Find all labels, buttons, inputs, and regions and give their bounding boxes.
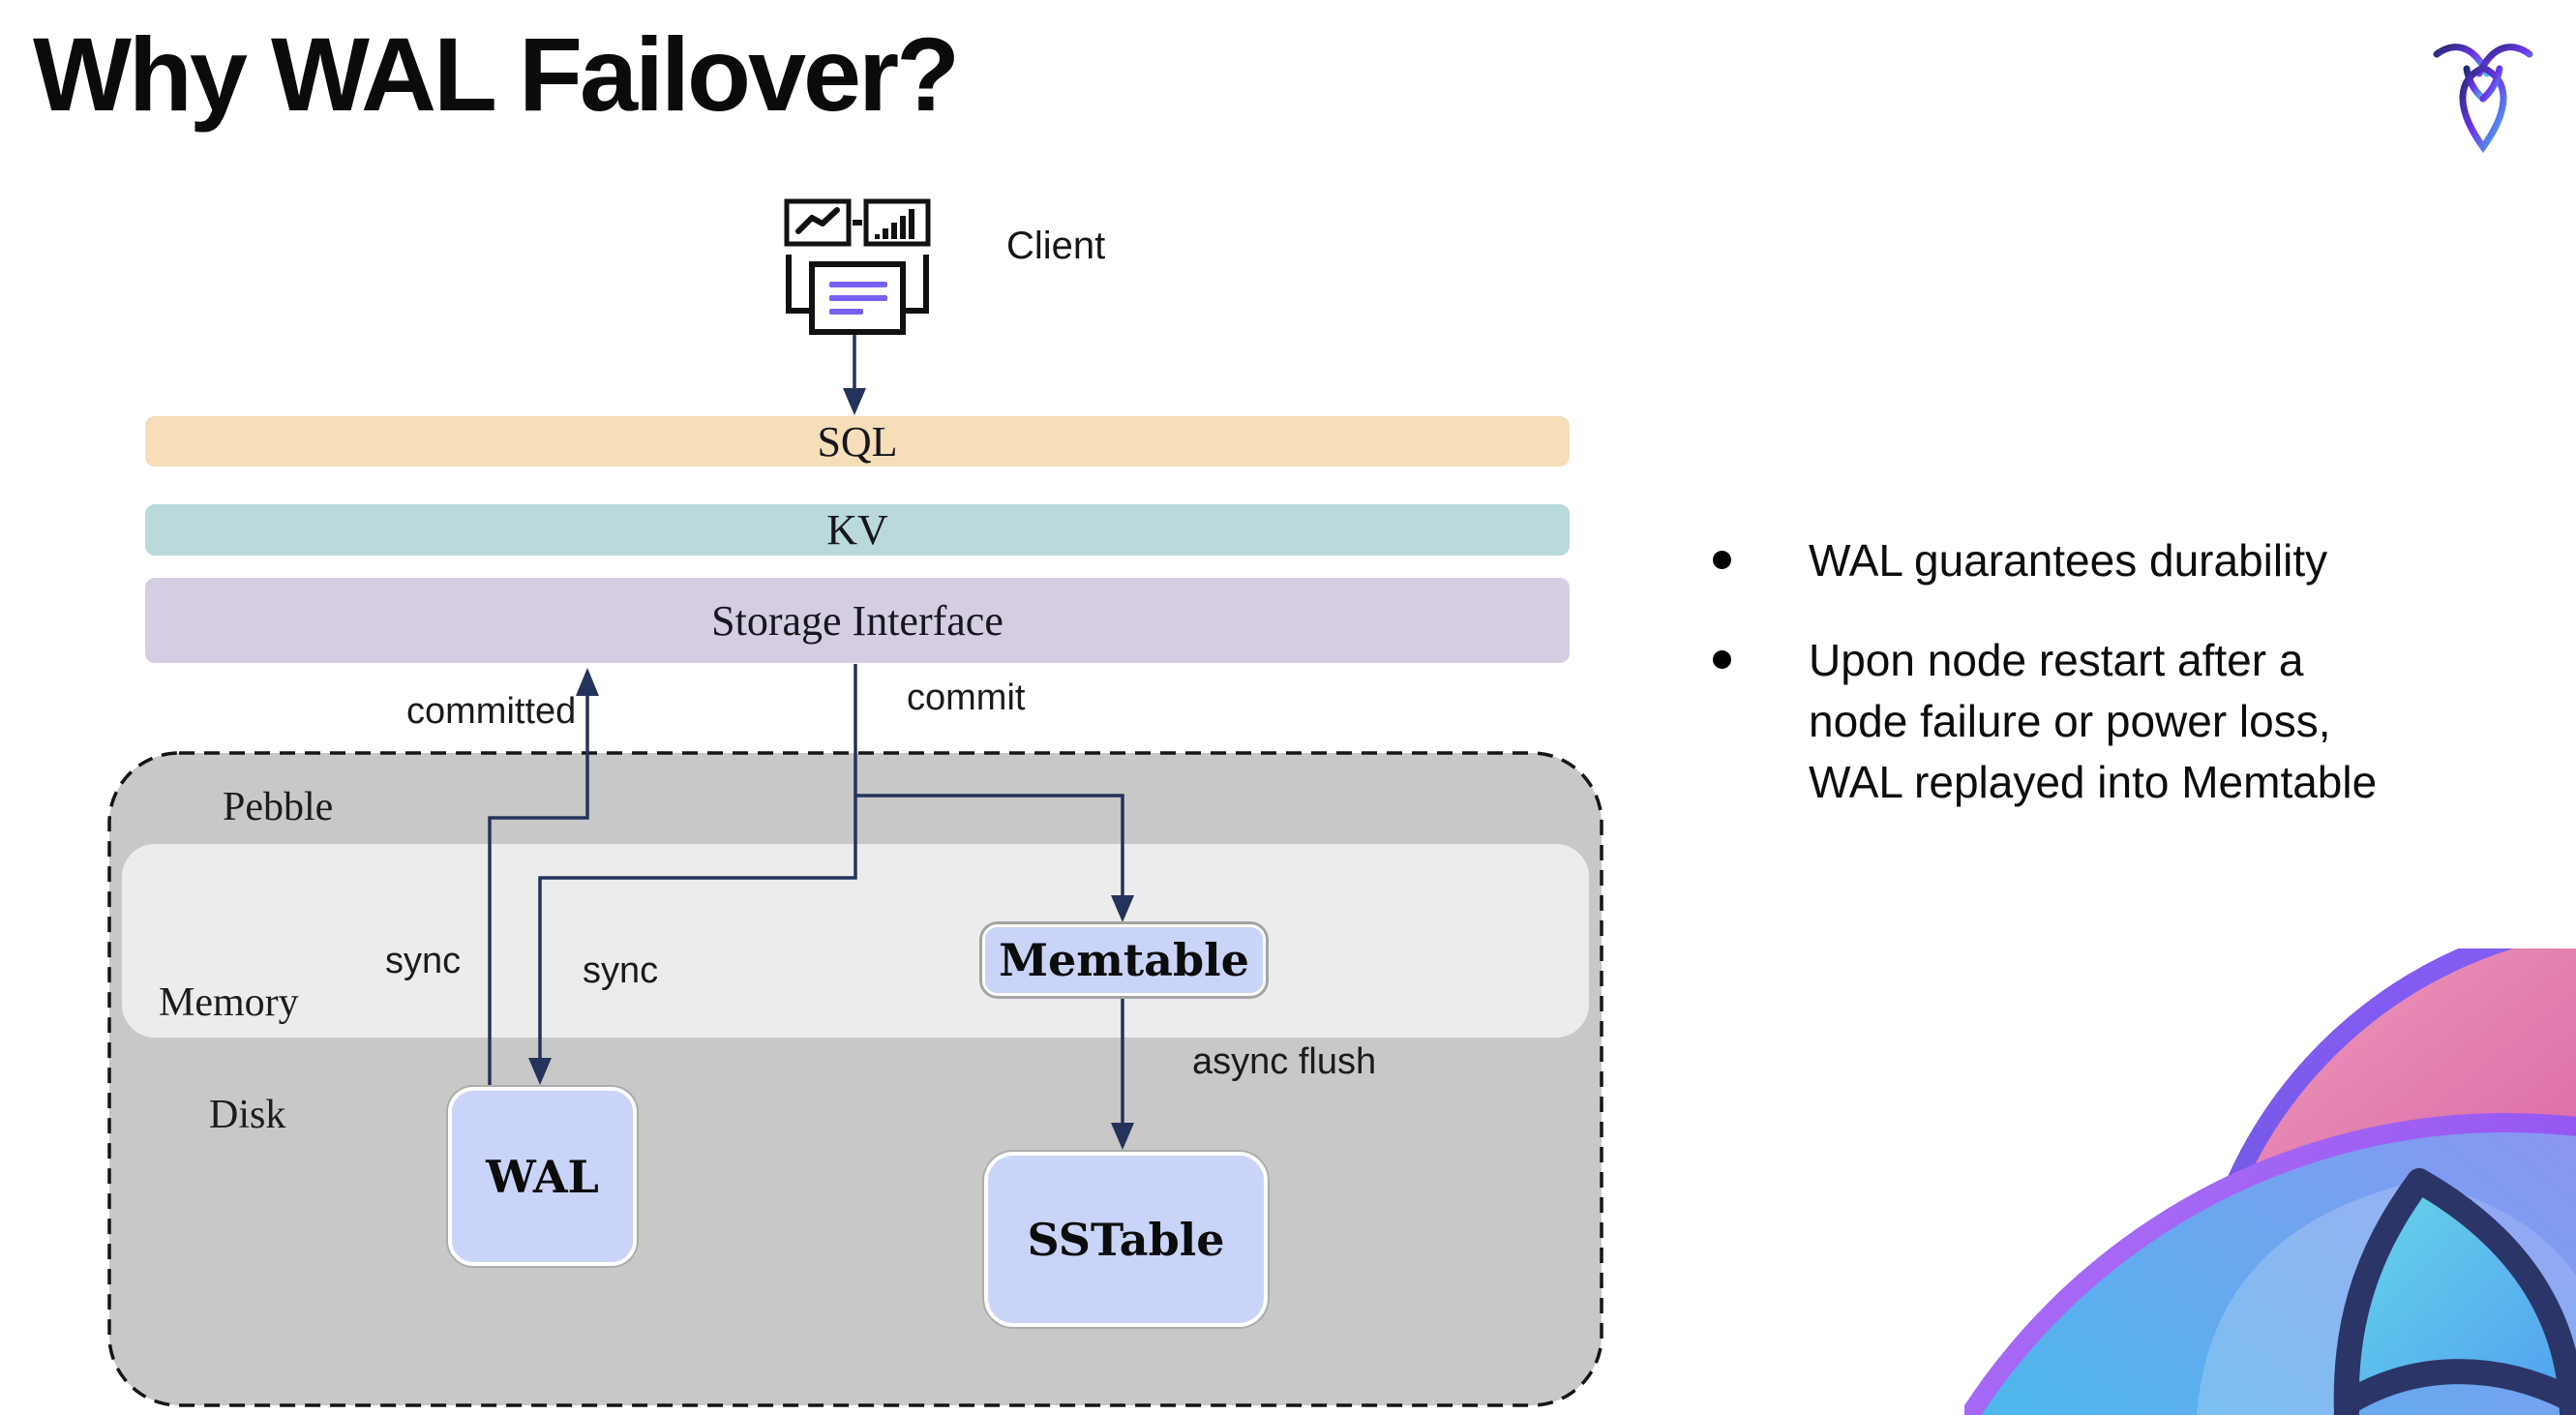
- commit-to-memtable-line: [855, 794, 1124, 896]
- bullet-item: WAL guarantees durability: [1713, 530, 2545, 591]
- layer-bar-storage-interface: Storage Interface: [145, 578, 1570, 663]
- bullet-text: WAL guarantees durability: [1809, 530, 2327, 591]
- sync-right-edge-label: sync: [583, 950, 659, 991]
- memtable-label: Memtable: [999, 934, 1249, 986]
- sstable-node: SSTable: [984, 1152, 1268, 1327]
- layer-label-kv: KV: [826, 506, 888, 554]
- async-flush-arrowhead: [1111, 1123, 1134, 1150]
- bullet-line: WAL guarantees durability: [1809, 535, 2328, 586]
- committed-arrowhead: [576, 668, 599, 696]
- bullet-list: WAL guarantees durability Upon node rest…: [1713, 530, 2545, 813]
- wal-node: WAL: [448, 1087, 637, 1266]
- committed-edge-label: committed: [406, 691, 577, 732]
- sstable-label: SSTable: [1027, 1213, 1225, 1266]
- pebble-label: Pebble: [223, 785, 334, 829]
- cockroachdb-brand-graphic: [1964, 948, 2576, 1415]
- bullet-text: Upon node restart after a node failure o…: [1809, 630, 2377, 813]
- memory-label: Memory: [159, 980, 299, 1025]
- commit-to-wal-line: [538, 664, 857, 1059]
- cockroachdb-logo-icon: [2433, 44, 2533, 154]
- wal-label: WAL: [486, 1150, 599, 1203]
- client-label: Client: [1006, 225, 1106, 267]
- commit-edge-label: commit: [907, 677, 1026, 718]
- bullet-dot: [1713, 650, 1731, 669]
- bullet-line: WAL replayed into Memtable: [1809, 757, 2378, 807]
- sync-wal-arrowhead: [528, 1058, 552, 1085]
- bullet-dot: [1713, 551, 1731, 569]
- layer-label-storage-interface: Storage Interface: [711, 596, 1003, 645]
- bullet-line: Upon node restart after a: [1809, 635, 2304, 685]
- sync-left-edge-label: sync: [385, 941, 462, 981]
- client-arrowhead: [843, 388, 866, 415]
- bullet-line: node failure or power loss,: [1809, 696, 2331, 746]
- disk-label: Disk: [209, 1093, 286, 1137]
- layer-bar-kv: KV: [145, 504, 1570, 556]
- page-title: Why WAL Failover?: [33, 15, 960, 133]
- layer-bar-sql: SQL: [145, 416, 1570, 467]
- bullet-item: Upon node restart after a node failure o…: [1713, 630, 2545, 813]
- layer-label-sql: SQL: [817, 417, 898, 466]
- client-workstation-icon: [784, 198, 931, 335]
- async-flush-edge-label: async flush: [1192, 1041, 1377, 1082]
- commit-memtable-arrowhead: [1111, 895, 1134, 922]
- memtable-node: Memtable: [982, 924, 1266, 996]
- committed-line: [488, 695, 589, 1085]
